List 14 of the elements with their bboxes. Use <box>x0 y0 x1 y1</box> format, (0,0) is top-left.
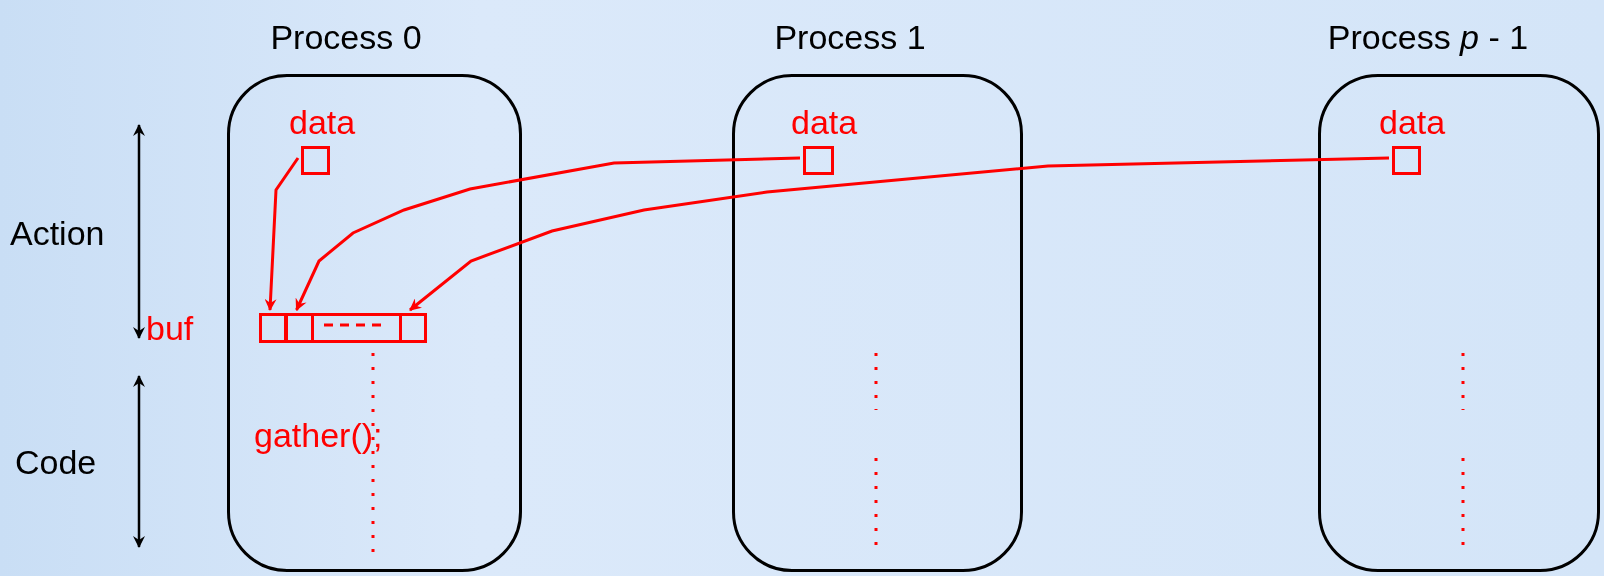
process-heading: Process p - 1 <box>1327 20 1529 54</box>
variable-label: data <box>1379 105 1446 139</box>
arrow <box>295 156 801 311</box>
array-label: buf <box>146 311 194 345</box>
variable-label: data <box>289 105 356 139</box>
process-heading: Process 1 <box>774 20 926 54</box>
process-heading: Process 0 <box>270 20 422 54</box>
axis-label: Code <box>15 445 97 479</box>
arrow <box>264 157 300 311</box>
axis-label: Action <box>10 216 105 250</box>
array-cell <box>285 313 314 343</box>
arrow <box>409 156 1390 312</box>
code-text: gather(); <box>254 418 383 452</box>
variable-label: data <box>791 105 858 139</box>
